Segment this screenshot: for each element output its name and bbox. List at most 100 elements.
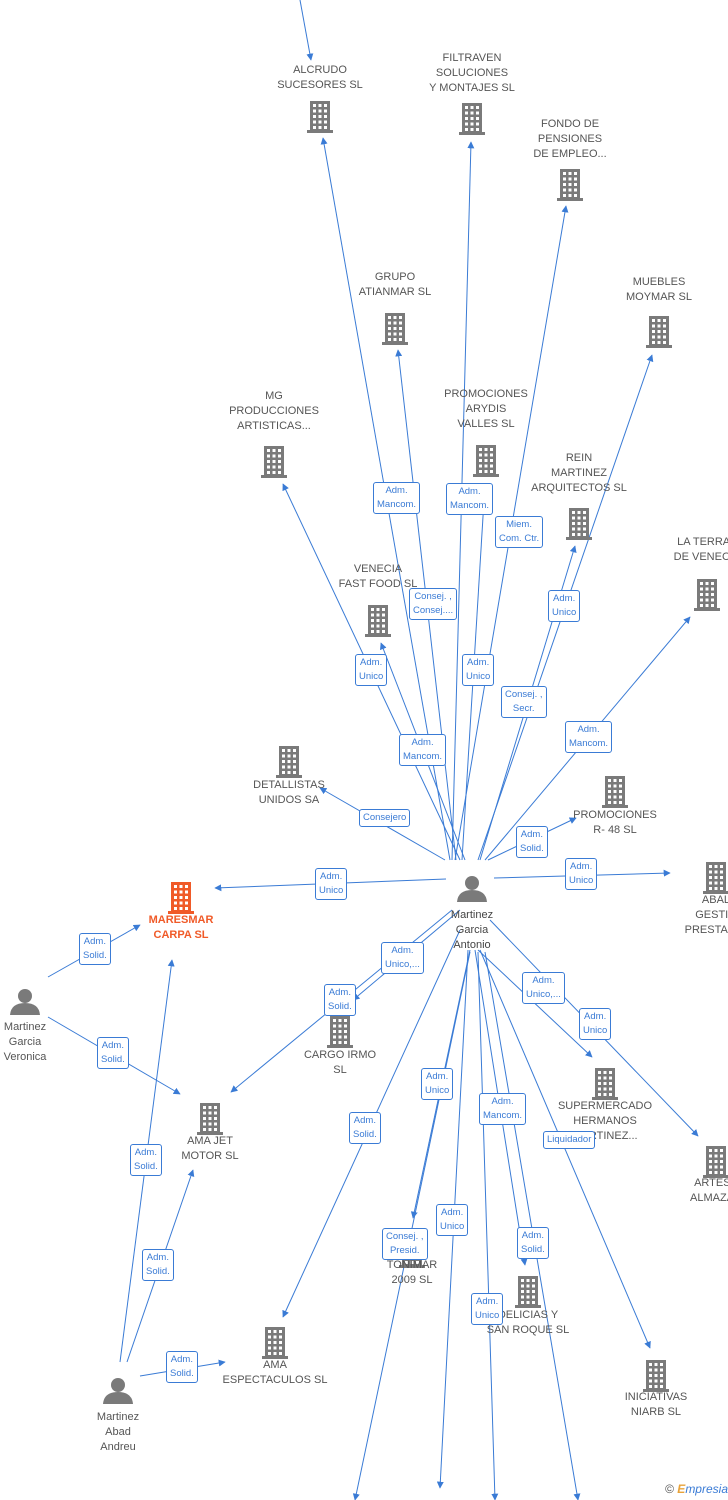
relation-badge[interactable]: Adm. Solid. xyxy=(516,826,548,858)
building-icon[interactable] xyxy=(703,1146,728,1178)
person-node-center[interactable]: Martinez Garcia Antonio xyxy=(407,908,537,953)
company-node-rein[interactable]: REIN MARTINEZ ARQUITECTOS SL xyxy=(514,451,644,496)
relation-badge[interactable]: Adm. Solid. xyxy=(97,1037,129,1069)
relation-edge xyxy=(479,949,651,1349)
relation-badge[interactable]: Adm. Unico,... xyxy=(522,972,565,1004)
relation-badge[interactable]: Liquidador xyxy=(543,1131,596,1149)
company-node-terraza[interactable]: LA TERRAZ DE VENECIA xyxy=(642,535,728,565)
building-icon[interactable] xyxy=(459,103,485,135)
person-icon[interactable] xyxy=(103,1378,133,1404)
relation-badge[interactable]: Adm. Mancom. xyxy=(399,734,447,766)
person-node-andreu[interactable]: Martinez Abad Andreu xyxy=(53,1410,183,1455)
node-label: LA TERRAZ DE VENECIA xyxy=(673,536,728,563)
company-node-grupo[interactable]: GRUPO ATIANMAR SL xyxy=(330,270,460,300)
building-icon[interactable] xyxy=(262,1327,288,1359)
icons xyxy=(10,101,728,1404)
node-label: Martinez Garcia Veronica xyxy=(3,1021,47,1063)
relation-badge[interactable]: Adm. Solid. xyxy=(324,984,356,1016)
node-label: FONDO DE PENSIONES DE EMPLEO... xyxy=(533,118,607,160)
node-label: DELICIAS Y SAN ROQUE SL xyxy=(486,1309,570,1336)
relation-badge[interactable]: Adm. Unico xyxy=(421,1068,454,1100)
node-label: AMA ESPECTACULOS SL xyxy=(222,1359,328,1386)
relation-badge[interactable]: Adm. Unico xyxy=(436,1204,469,1236)
company-node-filtraven[interactable]: FILTRAVEN SOLUCIONES Y MONTAJES SL xyxy=(407,51,537,96)
building-icon[interactable] xyxy=(382,313,408,345)
relation-badge[interactable]: Adm. Unico,... xyxy=(381,942,424,974)
company-node-delicias[interactable]: DELICIAS Y SAN ROQUE SL xyxy=(463,1308,593,1338)
relation-badge[interactable]: Adm. Mancom. xyxy=(373,482,421,514)
relation-badge[interactable]: Adm. Mancom. xyxy=(479,1093,527,1125)
company-node-fondo[interactable]: FONDO DE PENSIONES DE EMPLEO... xyxy=(505,117,635,162)
company-node-amaesp[interactable]: AMA ESPECTACULOS SL xyxy=(210,1358,340,1388)
company-node-venecia[interactable]: VENECIA FAST FOOD SL xyxy=(313,562,443,592)
company-node-mg[interactable]: MG PRODUCCIONES ARTISTICAS... xyxy=(209,389,339,434)
relation-badge[interactable]: Consej. , Secr. xyxy=(501,686,547,718)
building-icon[interactable] xyxy=(515,1276,541,1308)
building-icon[interactable] xyxy=(365,605,391,637)
building-icon[interactable] xyxy=(557,169,583,201)
person-icon[interactable] xyxy=(10,989,40,1015)
node-label: ABAL GESTIO PRESTACIO xyxy=(684,894,728,936)
node-label: DETALLISTAS UNIDOS SA xyxy=(253,779,325,806)
relation-badge[interactable]: Adm. Unico xyxy=(579,1008,612,1040)
relation-badge[interactable]: Adm. Unico xyxy=(471,1293,504,1325)
company-node-promr48[interactable]: PROMOCIONES R- 48 SL xyxy=(550,808,680,838)
company-node-maresmar[interactable]: MARESMAR CARPA SL xyxy=(116,913,246,943)
person-icon[interactable] xyxy=(457,876,487,902)
building-icon[interactable] xyxy=(197,1103,223,1135)
company-node-iniciativas[interactable]: INICIATIVAS NIARB SL xyxy=(591,1390,721,1420)
building-icon[interactable] xyxy=(473,445,499,477)
building-icon[interactable] xyxy=(646,316,672,348)
building-icon[interactable] xyxy=(643,1360,669,1392)
company-node-abal[interactable]: ABAL GESTIO PRESTACIO xyxy=(651,893,728,938)
node-label: MUEBLES MOYMAR SL xyxy=(625,276,692,303)
brand-logo-initial: E xyxy=(677,1482,686,1496)
building-icon[interactable] xyxy=(592,1068,618,1100)
building-icon[interactable] xyxy=(276,746,302,778)
building-icon[interactable] xyxy=(261,446,287,478)
relation-badge[interactable]: Adm. Solid. xyxy=(142,1249,174,1281)
company-node-cargo[interactable]: CARGO IRMO SL xyxy=(275,1048,405,1078)
node-label: MARESMAR CARPA SL xyxy=(148,914,214,941)
node-label: AMA JET MOTOR SL xyxy=(181,1135,239,1162)
relation-badge[interactable]: Consej. , Consej.... xyxy=(409,588,458,620)
building-icon[interactable] xyxy=(168,882,194,914)
relation-badge[interactable]: Adm. Mancom. xyxy=(446,483,494,515)
node-label: VENECIA FAST FOOD SL xyxy=(338,563,418,590)
building-icon[interactable] xyxy=(602,776,628,808)
relation-badge[interactable]: Adm. Solid. xyxy=(349,1112,381,1144)
building-icon[interactable] xyxy=(327,1016,353,1048)
relation-badge[interactable]: Miem. Com. Ctr. xyxy=(495,516,544,548)
company-node-amajet[interactable]: AMA JET MOTOR SL xyxy=(145,1134,275,1164)
company-node-muebles[interactable]: MUEBLES MOYMAR SL xyxy=(594,275,724,305)
company-node-alcrudo[interactable]: ALCRUDO SUCESORES SL xyxy=(255,63,385,93)
relation-badge[interactable]: Adm. Solid. xyxy=(166,1351,198,1383)
relation-badge[interactable]: Adm. Solid. xyxy=(517,1227,549,1259)
relation-badge[interactable]: Adm. Unico xyxy=(565,858,598,890)
relation-badge[interactable]: Adm. Unico xyxy=(315,868,348,900)
building-icon[interactable] xyxy=(307,101,333,133)
relation-badge[interactable]: Adm. Solid. xyxy=(79,933,111,965)
node-label: REIN MARTINEZ ARQUITECTOS SL xyxy=(531,452,627,494)
relation-badge[interactable]: Adm. Solid. xyxy=(130,1144,162,1176)
node-label: MG PRODUCCIONES ARTISTICAS... xyxy=(229,390,319,432)
building-icon[interactable] xyxy=(703,862,728,894)
relation-badge[interactable]: Adm. Unico xyxy=(355,654,388,686)
node-label: PROMOCIONES ARYDIS VALLES SL xyxy=(444,388,528,430)
relation-edge xyxy=(352,951,471,1500)
relation-edge xyxy=(484,951,581,1500)
company-node-detallistas[interactable]: DETALLISTAS UNIDOS SA xyxy=(224,778,354,808)
company-node-tonimar[interactable]: TONIMAR 2009 SL xyxy=(347,1258,477,1288)
person-node-veronica[interactable]: Martinez Garcia Veronica xyxy=(0,1020,90,1065)
node-label: Martinez Garcia Antonio xyxy=(450,909,494,951)
relation-badge[interactable]: Consej. , Presid. xyxy=(382,1228,428,1260)
building-icon[interactable] xyxy=(694,579,720,611)
relation-badge[interactable]: Adm. Unico xyxy=(462,654,495,686)
company-node-promarydis[interactable]: PROMOCIONES ARYDIS VALLES SL xyxy=(421,387,551,432)
relation-badge[interactable]: Adm. Mancom. xyxy=(565,721,613,753)
relation-badge[interactable]: Adm. Unico xyxy=(548,590,581,622)
brand-logo-text: mpresia xyxy=(685,1482,728,1496)
building-icon[interactable] xyxy=(566,508,592,540)
relation-badge[interactable]: Consejero xyxy=(359,809,411,827)
